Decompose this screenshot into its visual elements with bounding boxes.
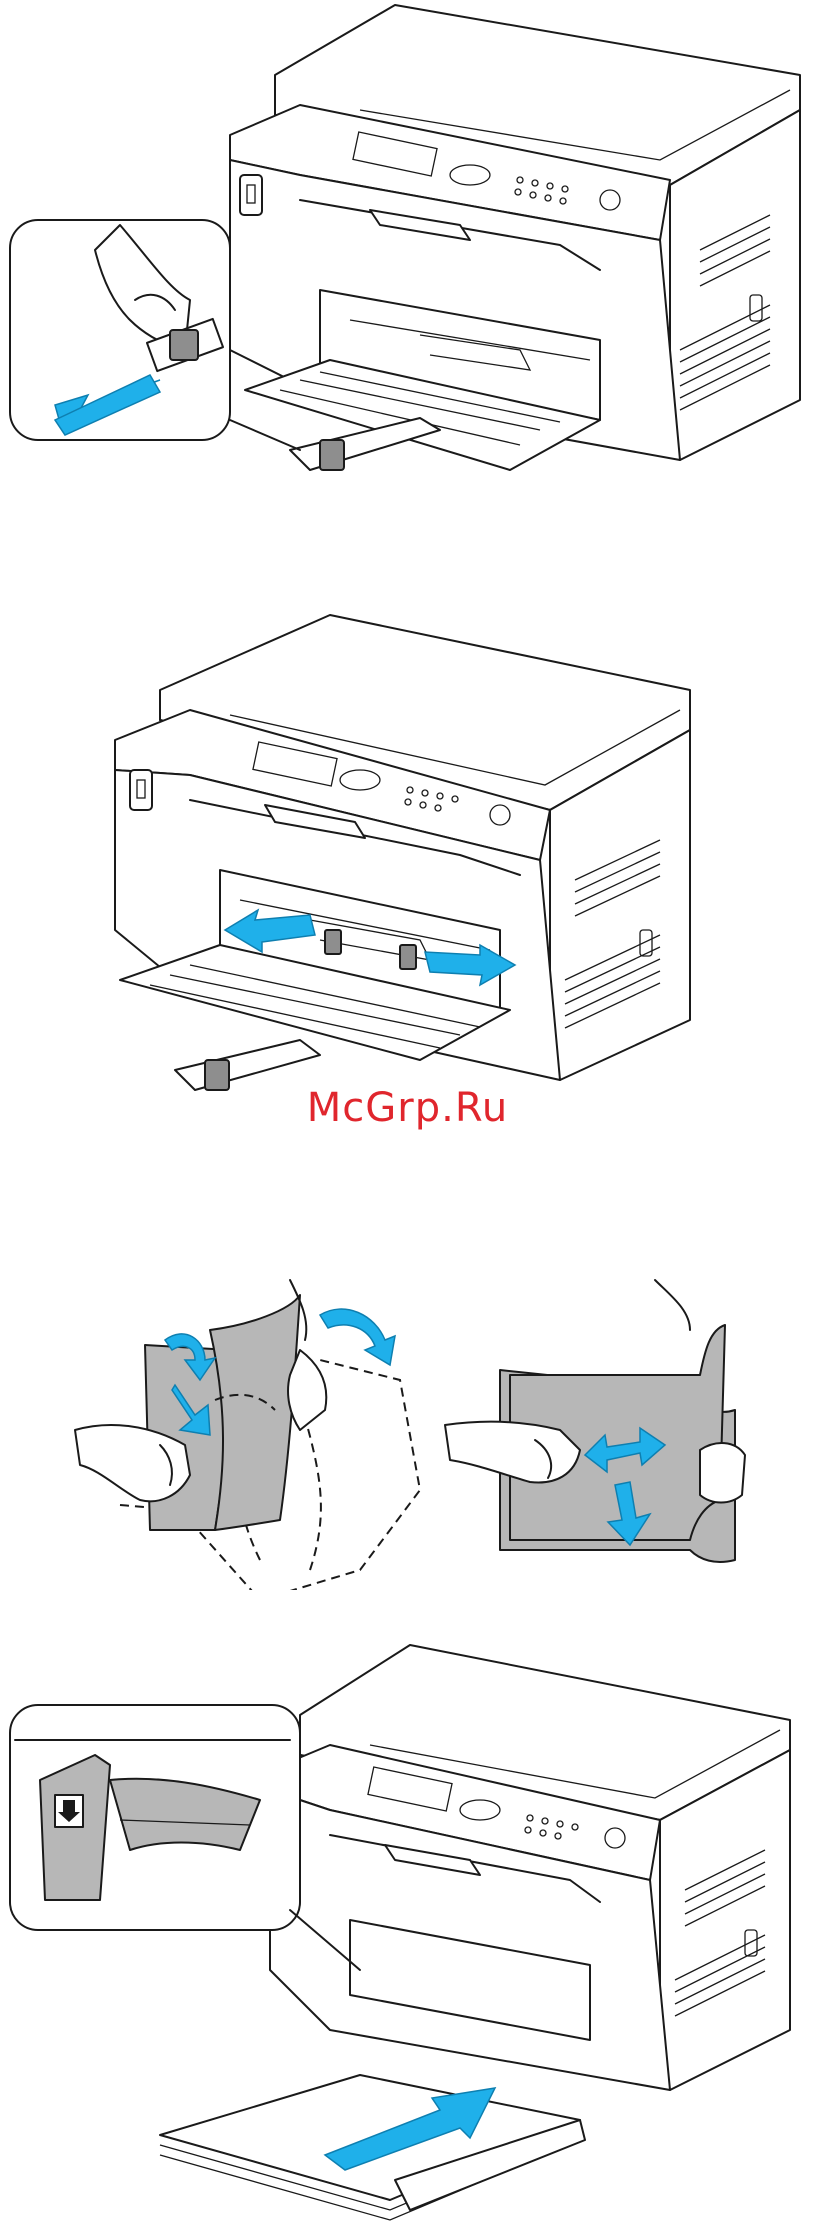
- printer-load-paper-illustration: [0, 1640, 815, 2228]
- bend-right-arc-arrow-icon: [320, 1309, 395, 1365]
- right-guide-icon: [400, 945, 416, 969]
- left-guide-icon: [325, 930, 341, 954]
- tray-latch-icon: [320, 440, 344, 470]
- figure-adjust-paper-guides: [0, 600, 815, 1130]
- paper-fanning-illustration: [0, 1270, 815, 1590]
- printer-tray-illustration: [0, 0, 815, 520]
- figure-pull-out-tray-extension: [0, 0, 815, 520]
- figure-flex-paper-stack: [0, 1270, 815, 1590]
- watermark-text: McGrp.Ru: [0, 1085, 815, 1131]
- figure-load-paper-into-tray: [0, 1640, 815, 2228]
- printer-guides-illustration: [0, 600, 815, 1130]
- left-hand-icon: [445, 1422, 580, 1483]
